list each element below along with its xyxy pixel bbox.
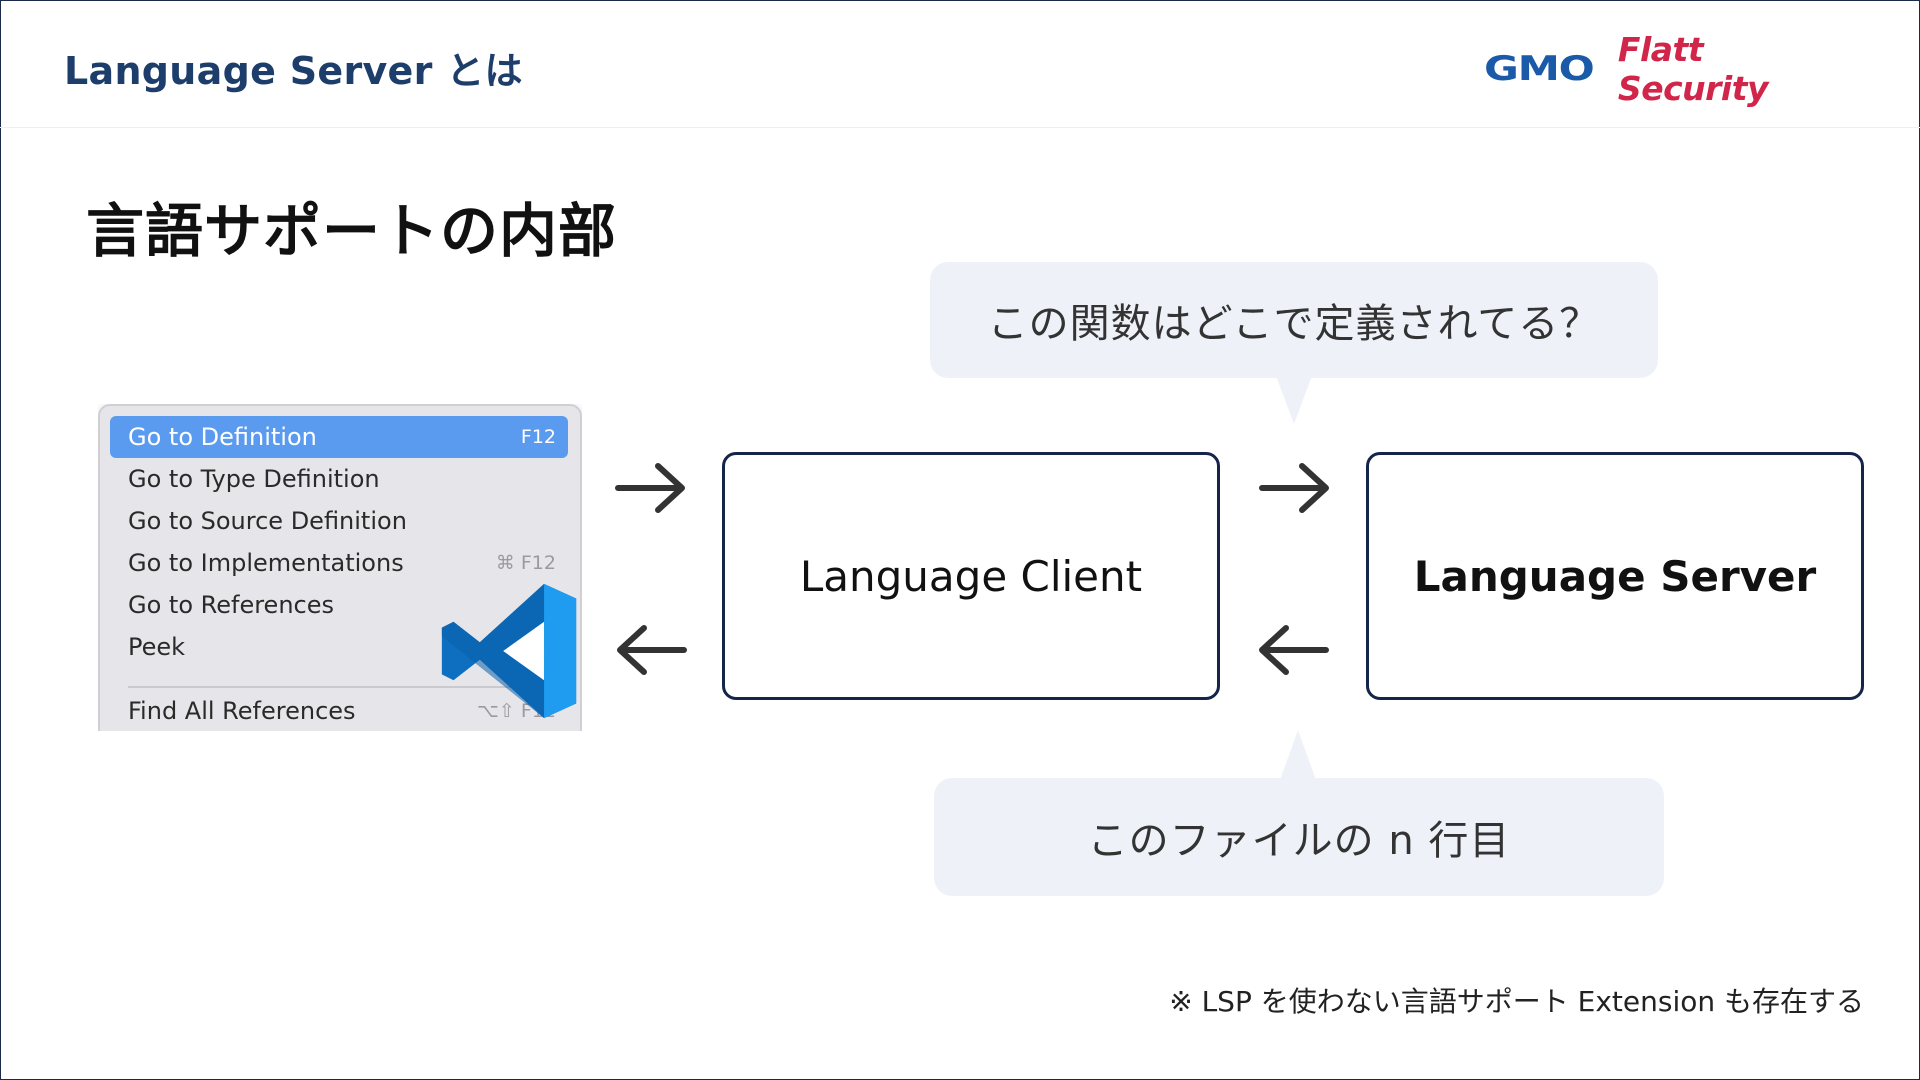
question-bubble-text: この関数はどこで定義されてる？	[987, 301, 1601, 347]
menu-item-label: Go to Source Definition	[128, 507, 407, 535]
menu-item-go-to-implementations[interactable]: Go to Implementations ⌘ F12	[110, 542, 568, 584]
menu-item-find-all-references[interactable]: Find All References ⌥⇧ F12	[110, 690, 568, 731]
menu-item-go-to-type-definition[interactable]: Go to Type Definition	[110, 458, 568, 500]
question-bubble: この関数はどこで定義されてる？	[930, 262, 1658, 378]
page-title: 言語サポートの内部	[86, 197, 618, 265]
logo-flatt-text: Flatt Security	[1617, 30, 1769, 108]
answer-bubble: このファイルの n 行目	[934, 778, 1664, 896]
menu-item-go-to-references[interactable]: Go to References ⇧	[110, 584, 568, 626]
menu-item-label: Go to References	[128, 591, 334, 619]
menu-item-shortcut: F12	[520, 426, 556, 448]
arrow-left-icon	[617, 625, 687, 675]
menu-item-go-to-definition[interactable]: Go to Definition F12	[110, 416, 568, 458]
slide-header: Language Server とは GMO Flatt Security	[0, 0, 1920, 128]
language-server-label: Language Server	[1413, 551, 1817, 601]
menu-item-label: Go to Definition	[128, 423, 317, 451]
gmo-flatt-security-logo: GMO Flatt Security	[1484, 30, 1864, 108]
menu-item-label: Go to Type Definition	[128, 465, 380, 493]
menu-item-label: Go to Implementations	[128, 549, 404, 577]
vscode-icon	[441, 583, 577, 719]
language-client-label: Language Client	[799, 551, 1143, 601]
menu-item-label: Peek	[128, 633, 186, 661]
answer-bubble-text: このファイルの n 行目	[1087, 818, 1511, 864]
arrow-left-icon	[1259, 625, 1329, 675]
header-title: Language Server とは	[64, 49, 523, 93]
menu-separator	[128, 686, 558, 688]
menu-item-shortcut: ⌘ F12	[495, 552, 556, 574]
answer-bubble-tail	[1280, 730, 1316, 780]
language-client-box: Language Client	[722, 452, 1220, 700]
logo-gmo-text: GMO	[1484, 49, 1595, 89]
menu-item-go-to-source-definition[interactable]: Go to Source Definition	[110, 500, 568, 542]
footnote: ※ LSP を使わない言語サポート Extension も存在する	[1169, 985, 1864, 1018]
arrow-right-icon	[1259, 463, 1329, 513]
language-server-box: Language Server	[1366, 452, 1864, 700]
menu-item-label: Find All References	[128, 697, 356, 725]
arrow-right-icon	[615, 463, 685, 513]
question-bubble-tail	[1276, 376, 1312, 424]
